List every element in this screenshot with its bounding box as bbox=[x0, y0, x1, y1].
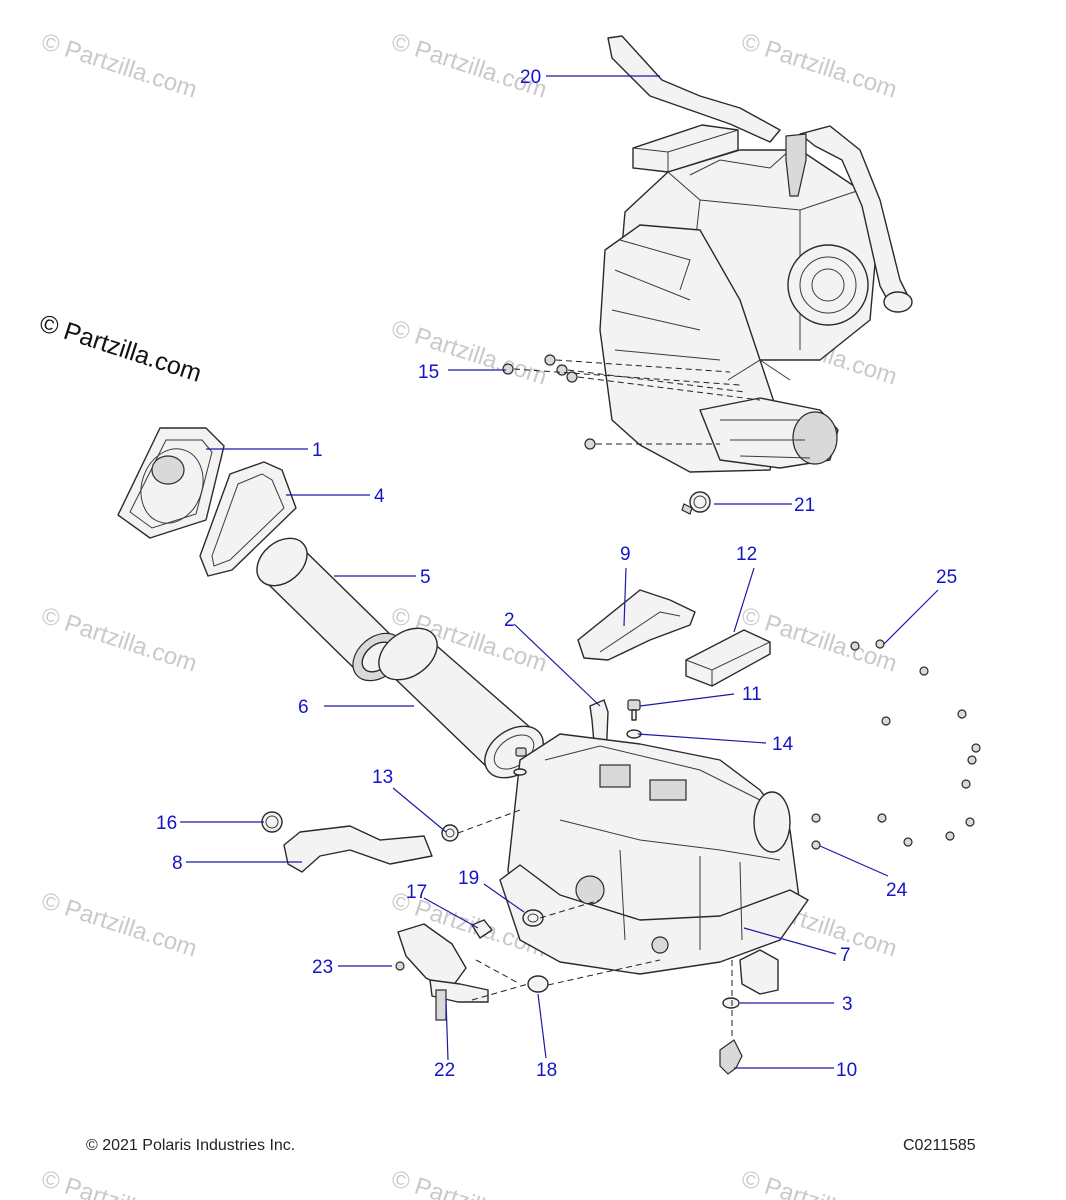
callout-15: 15 bbox=[418, 362, 439, 383]
bolt bbox=[967, 755, 977, 765]
callout-12: 12 bbox=[736, 544, 757, 565]
callout-9: 9 bbox=[620, 544, 631, 565]
bolt bbox=[850, 641, 860, 651]
callout-6: 6 bbox=[298, 697, 309, 718]
bolt bbox=[965, 817, 975, 827]
gasket-4 bbox=[199, 461, 297, 577]
watermark-tile: © Partzilla.com bbox=[388, 1165, 550, 1200]
callout-19: 19 bbox=[458, 868, 479, 889]
bolt-group-25 bbox=[811, 639, 981, 850]
bolt-near-2 bbox=[513, 747, 527, 776]
bolt bbox=[811, 840, 821, 850]
screw bbox=[544, 354, 556, 366]
callout-4: 4 bbox=[374, 486, 385, 507]
watermark-tile: © Partzilla.com bbox=[738, 28, 900, 104]
bracket-9 bbox=[577, 589, 696, 661]
watermark-main: © Partzilla.com bbox=[36, 309, 205, 388]
watermark-tile: © Partzilla.com bbox=[38, 1165, 200, 1200]
grommet-19 bbox=[522, 909, 544, 927]
screw bbox=[556, 364, 568, 376]
washer-3 bbox=[722, 997, 740, 1009]
bolt-11 bbox=[627, 699, 641, 721]
callout-25: 25 bbox=[936, 567, 957, 588]
clamp-16 bbox=[261, 811, 283, 833]
bolt bbox=[811, 813, 821, 823]
bolt bbox=[961, 779, 971, 789]
bolt bbox=[957, 709, 967, 719]
screw-23 bbox=[395, 961, 405, 971]
callout-7: 7 bbox=[840, 945, 851, 966]
callout-13: 13 bbox=[372, 767, 393, 788]
hose-8 bbox=[283, 825, 433, 873]
callout-5: 5 bbox=[420, 567, 431, 588]
leader-lines bbox=[180, 75, 939, 1069]
callout-3: 3 bbox=[842, 994, 853, 1015]
callout-16: 16 bbox=[156, 813, 177, 834]
watermark-tile: © Partzilla.com bbox=[738, 1165, 900, 1200]
bolt bbox=[877, 813, 887, 823]
callout-20: 20 bbox=[520, 67, 541, 88]
screw bbox=[566, 371, 578, 383]
callout-labels: 20 15 1 4 21 9 12 5 25 2 11 6 14 13 16 8… bbox=[156, 67, 957, 1081]
callout-24: 24 bbox=[886, 880, 908, 901]
bolt bbox=[945, 831, 955, 841]
callout-18: 18 bbox=[536, 1060, 557, 1081]
bolt bbox=[903, 837, 913, 847]
fastener-15-group bbox=[502, 354, 761, 450]
callout-2: 2 bbox=[504, 610, 515, 631]
watermark-tile: © Partzilla.com bbox=[388, 315, 550, 391]
sensor-17 bbox=[471, 919, 493, 939]
filter-cover-1 bbox=[117, 427, 225, 539]
footer-copyright: © 2021 Polaris Industries Inc. bbox=[86, 1137, 296, 1154]
callout-23: 23 bbox=[312, 957, 333, 978]
valve-22 bbox=[397, 923, 489, 1021]
clamp-21 bbox=[681, 491, 711, 515]
callout-22: 22 bbox=[434, 1060, 455, 1081]
watermark-tile: © Partzilla.com bbox=[38, 602, 200, 678]
bolt bbox=[919, 666, 929, 676]
bolt bbox=[881, 716, 891, 726]
screw bbox=[502, 363, 514, 375]
callout-17: 17 bbox=[406, 882, 427, 903]
upper-airbox-assembly bbox=[599, 35, 913, 473]
bolt bbox=[971, 743, 981, 753]
callout-10: 10 bbox=[836, 1060, 857, 1081]
callout-11: 11 bbox=[742, 684, 762, 705]
watermark-tile: © Partzilla.com bbox=[38, 887, 200, 963]
callout-21: 21 bbox=[794, 495, 815, 516]
footer-diagram-code: C0211585 bbox=[903, 1137, 976, 1154]
callout-8: 8 bbox=[172, 853, 183, 874]
callout-14: 14 bbox=[772, 734, 794, 755]
screw bbox=[584, 438, 596, 450]
foam-block-12 bbox=[685, 629, 771, 687]
bolt bbox=[875, 639, 885, 649]
callout-1: 1 bbox=[312, 440, 323, 461]
watermark-tile: © Partzilla.com bbox=[388, 28, 550, 104]
grommet-18 bbox=[527, 975, 549, 993]
clamp-13 bbox=[441, 824, 459, 842]
lower-airbox-7 bbox=[499, 733, 809, 995]
drain-10 bbox=[719, 1039, 743, 1075]
watermark-tile: © Partzilla.com bbox=[38, 28, 200, 104]
